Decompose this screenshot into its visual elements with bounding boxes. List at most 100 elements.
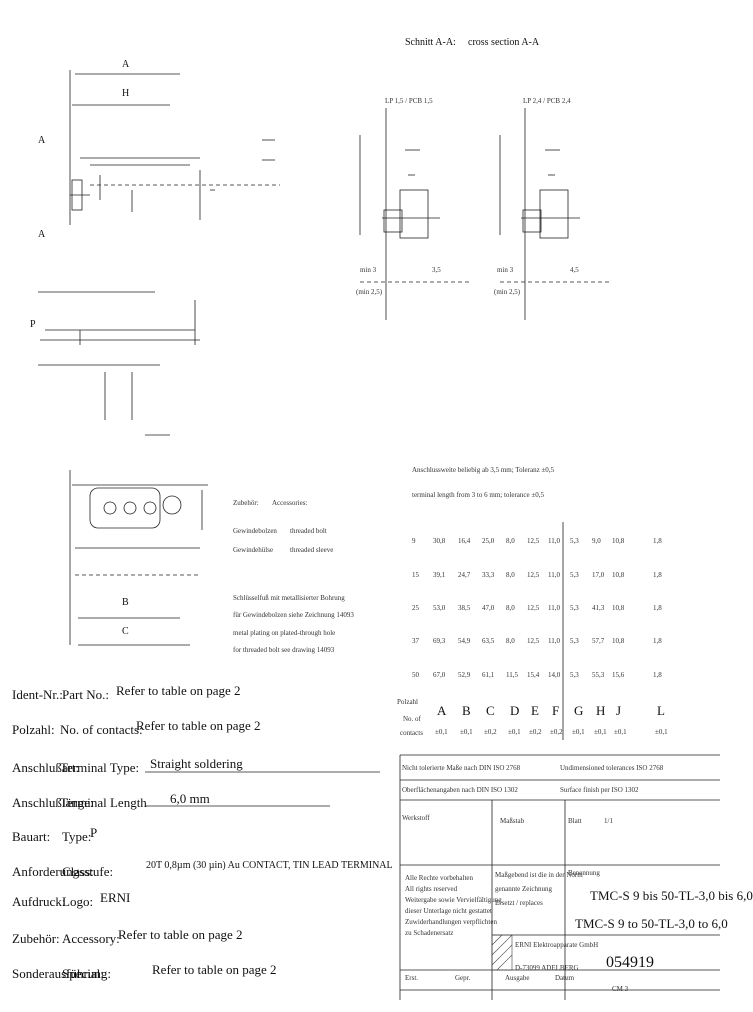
sheet-label: Blatt xyxy=(568,817,582,825)
spec-label-de: Aufdruck: xyxy=(12,894,66,909)
table-cell: 50 xyxy=(412,671,419,679)
spec-label-de: Anschlußlänge: xyxy=(12,795,94,810)
table-header-f: F xyxy=(552,703,560,718)
spec-value: P xyxy=(90,825,98,840)
table-tolerance: ±0,1 xyxy=(655,728,668,736)
table-tolerance: ±0,1 xyxy=(508,728,521,736)
table-note-1: Anschlussweite beliebig ab 3,5 mm; Toler… xyxy=(412,466,555,474)
table-cell: 69,3 xyxy=(433,637,446,645)
table-cell: 8,0 xyxy=(506,637,515,645)
technical-drawing xyxy=(38,70,720,1000)
title-line-2: TMC-S 9 to 50-TL-3,0 to 6,0 xyxy=(575,916,728,931)
table-header-g: G xyxy=(574,703,584,718)
table-cell: 9,0 xyxy=(592,537,601,545)
sheet-value: 1/1 xyxy=(604,817,613,825)
table-cell: 10,8 xyxy=(612,604,625,612)
reference-note: genannte Zeichnung xyxy=(495,885,552,893)
table-cell: 12,5 xyxy=(527,571,540,579)
section-left-dim: 3,5 xyxy=(432,266,441,274)
table-cell: 11,0 xyxy=(548,604,560,612)
spec-label-de: Anforderungsstufe: xyxy=(12,864,114,879)
surface-note-de: Oberflächenangaben nach DIN ISO 1302 xyxy=(402,786,518,794)
scale-label: Maßstab xyxy=(500,817,525,825)
table-header-j: J xyxy=(616,703,622,718)
approval-cell: Datum xyxy=(555,974,575,982)
section-label-en: cross section A-A xyxy=(468,37,540,48)
spec-value: 6,0 mm xyxy=(170,791,210,806)
table-tolerance: ±0,2 xyxy=(529,728,542,736)
section-left-min: min 3 xyxy=(360,266,377,274)
approval-cell: Gepr. xyxy=(455,974,471,982)
table-cell: 38,5 xyxy=(458,604,471,612)
accessory-note-2: für Gewindebolzen siehe Zeichnung 14093 xyxy=(233,611,354,619)
dim-letter-a: A xyxy=(122,59,130,70)
table-cell: 9 xyxy=(412,537,416,545)
surface-note-en: Surface finish per ISO 1302 xyxy=(560,786,639,794)
table-cell: 5,3 xyxy=(570,671,579,679)
table-cell: 5,3 xyxy=(570,571,579,579)
table-cell: 55,3 xyxy=(592,671,605,679)
table-tolerance: ±0,2 xyxy=(484,728,497,736)
material-label: Werkstoff xyxy=(402,814,430,822)
rights-note: All rights reserved xyxy=(405,885,458,893)
section-label-de: Schnitt A-A: xyxy=(405,37,456,48)
rights-note: Zuwiderhandlungen verpflichten xyxy=(405,918,497,926)
table-header-contacts: contacts xyxy=(400,729,423,737)
table-header-no-of: No. of xyxy=(403,715,421,723)
section-marker-top: A xyxy=(38,135,46,146)
dim-letter-c: C xyxy=(122,626,129,637)
drawing-number: 054919 xyxy=(606,954,654,971)
spec-label-de: Polzahl: xyxy=(12,722,55,737)
spec-value: Refer to table on page 2 xyxy=(118,927,243,942)
spec-label-de: Anschlußart: xyxy=(12,760,80,775)
table-cell: 25,0 xyxy=(482,537,495,545)
table-header-b: B xyxy=(462,703,471,718)
table-header-d: D xyxy=(510,703,520,718)
table-cell: 8,0 xyxy=(506,571,515,579)
table-cell: 39,1 xyxy=(433,571,446,579)
table-cell: 11,0 xyxy=(548,571,560,579)
section-marker-bottom: A xyxy=(38,229,46,240)
table-cell: 15 xyxy=(412,571,419,579)
table-cell: 11,5 xyxy=(506,671,518,679)
revision: CM 3 xyxy=(612,985,629,993)
table-cell: 1,8 xyxy=(653,671,662,679)
accessory-1-en: threaded bolt xyxy=(290,527,327,535)
table-cell: 12,5 xyxy=(527,537,540,545)
accessory-1-de: Gewindebolzen xyxy=(233,527,277,535)
table-cell: 5,3 xyxy=(570,604,579,612)
table-cell: 24,7 xyxy=(458,571,471,579)
approval-cell: Ausgabe xyxy=(505,974,530,982)
rights-note: Weitergabe sowie Vervielfältigung xyxy=(405,896,502,904)
section-right-dim: 4,5 xyxy=(570,266,579,274)
table-cell: 1,8 xyxy=(653,637,662,645)
table-header-e: E xyxy=(531,703,539,718)
table-tolerance: ±0,1 xyxy=(460,728,473,736)
table-cell: 12,5 xyxy=(527,637,540,645)
table-cell: 53,0 xyxy=(433,604,446,612)
table-cell: 52,9 xyxy=(458,671,471,679)
table-cell: 15,4 xyxy=(527,671,540,679)
accessory-2-de: Gewindehülse xyxy=(233,546,274,554)
table-cell: 10,8 xyxy=(612,637,625,645)
rights-note: Alle Rechte vorbehalten xyxy=(405,874,474,882)
rights-note: dieser Unterlage nicht gestattet xyxy=(405,907,492,915)
table-note-2: terminal length from 3 to 6 mm; toleranc… xyxy=(412,491,544,499)
spec-label-de: Sonderausführung: xyxy=(12,966,111,981)
section-right-lp: LP 2,4 / PCB 2,4 xyxy=(523,97,571,105)
table-header-h: H xyxy=(596,703,606,718)
spec-label-en: No. of contacts: xyxy=(60,722,143,737)
table-cell: 54,9 xyxy=(458,637,471,645)
rights-note: zu Schadenersatz xyxy=(405,929,454,937)
tolerance-note-en: Undimensioned tolerances ISO 2768 xyxy=(560,764,664,772)
dim-letter-p: P xyxy=(30,319,36,330)
table-cell: 1,8 xyxy=(653,537,662,545)
spec-label-en: Type: xyxy=(62,829,92,844)
table-cell: 8,0 xyxy=(506,604,515,612)
table-cell: 1,8 xyxy=(653,604,662,612)
spec-label-en: Accessory: xyxy=(62,931,120,946)
table-cell: 5,3 xyxy=(570,637,579,645)
spec-value: Refer to table on page 2 xyxy=(136,718,261,733)
table-tolerance: ±0,1 xyxy=(572,728,585,736)
spec-value: Straight soldering xyxy=(150,756,243,771)
